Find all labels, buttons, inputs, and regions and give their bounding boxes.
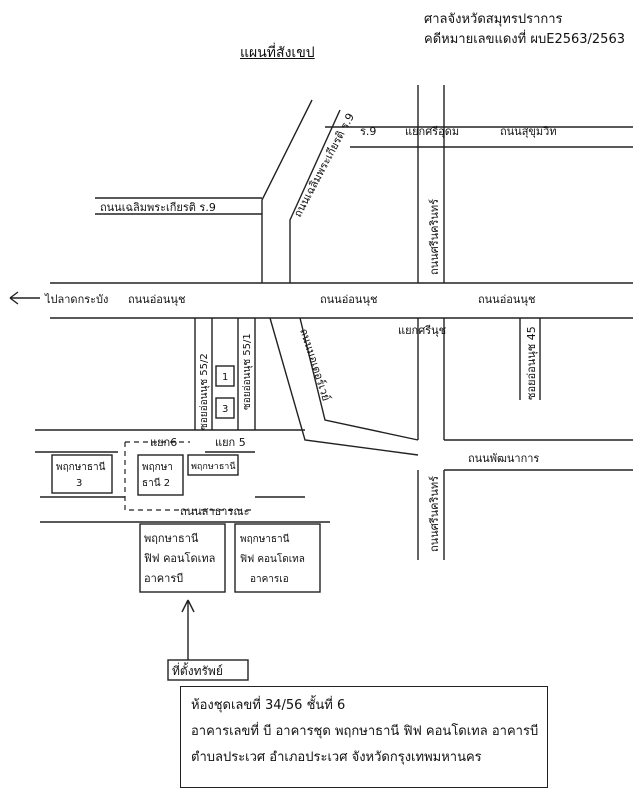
label-pruksa-b-1: พฤกษาธานี — [144, 532, 199, 545]
label-pruksa-small: พฤกษาธานี — [191, 461, 236, 472]
label-chaloem-top: ถนนเฉลิมพระเกียรติ ร.9 — [291, 111, 357, 219]
court-name: ศาลจังหวัดสมุทรปราการ — [424, 12, 563, 27]
label-pruksa-2-name: พฤกษา — [142, 462, 173, 473]
road-motorway-right — [299, 317, 419, 441]
label-srinakarin-bottom: ถนนศรีนครินทร์ — [428, 476, 441, 552]
info-line-2: อาคารเลขที่ บี อาคารชุด พฤกษาธานี ฟิฟ คอ… — [191, 724, 539, 739]
info-line-1: ห้องชุดเลขที่ 34/56 ชั้นที่ 6 — [191, 698, 346, 713]
label-public-road: ถนนสาธารณะ — [180, 505, 250, 518]
block-1 — [215, 365, 235, 387]
label-pruksa-3-num: 3 — [76, 478, 82, 489]
label-go-lat-krabang: ไปลาดกระบัง — [44, 293, 108, 306]
label-target: ที่ตั้งทรัพย์ — [172, 662, 223, 678]
road-dashed-connector — [124, 441, 255, 511]
building-pruksa-small — [187, 454, 239, 476]
building-pruksa-2 — [137, 454, 184, 496]
case-number: คดีหมายเลขแดงที่ ผบE2563/2563 — [424, 32, 625, 47]
arrow-left — [9, 291, 40, 305]
road-soi-45 — [519, 318, 541, 400]
label-motorway: ถนนมอเตอร์เวย์ — [297, 327, 333, 403]
label-block-1: 1 — [222, 372, 228, 383]
label-block-3: 3 — [222, 404, 228, 415]
label-pruksa-a-1: พฤกษาธานี — [240, 533, 290, 545]
label-onnut-right: ถนนอ่อนนุช — [478, 293, 535, 306]
label-pruksa-b-3: อาคารบี — [144, 572, 183, 585]
label-pruksa-a-2: ฟิฟ คอนโดเทล — [240, 552, 305, 565]
road-chaloem-diagonal-right — [289, 109, 341, 283]
building-pruksa-b — [139, 523, 226, 593]
block-3 — [215, 397, 235, 419]
label-pruksa-3-name: พฤกษาธานี — [56, 461, 106, 473]
label-onnut-mid: ถนนอ่อนนุช — [320, 293, 377, 306]
info-line-3: ตำบลประเวศ อำเภอประเวศ จังหวัดกรุงเทพมหา… — [191, 750, 482, 765]
label-yaek-sri-nut: แยกศรีนุช — [398, 324, 446, 337]
target-box — [167, 659, 249, 681]
label-srisudom: แยกศรีอุดม — [405, 125, 459, 138]
label-soi-55-2: ซอยอ่อนนุช 55/2 — [199, 353, 210, 430]
building-pruksa-3 — [51, 454, 113, 494]
label-soi-55-1: ซอยอ่อนนุช 55/1 — [242, 333, 253, 410]
label-sukhumvit: ถนนสุขุมวิท — [500, 125, 557, 138]
label-pruksa-b-2: ฟิฟ คอนโดเทล — [144, 551, 216, 565]
label-yaek-5: แยก 5 — [215, 436, 246, 449]
court-header: ศาลจังหวัดสมุทรปราการ คดีหมายเลขแดงที่ ผ… — [424, 10, 625, 50]
road-chaloem-diagonal-left — [261, 99, 313, 283]
road-soi-55-2 — [194, 318, 213, 430]
arrow-target — [181, 599, 195, 660]
label-chaloem-left: ถนนเฉลิมพระเกียรติ ร.9 — [100, 201, 216, 214]
road-motorway-left — [269, 317, 419, 456]
label-pattanakarn: ถนนพัฒนาการ — [468, 452, 539, 465]
label-srinakarin-top: ถนนศรีนครินทร์ — [428, 199, 441, 275]
label-soi-onnut-45: ซอยอ่อนนุช 45 — [525, 326, 538, 400]
property-info-box: ห้องชุดเลขที่ 34/56 ชั้นที่ 6 อาคารเลขที… — [180, 686, 548, 788]
building-pruksa-a — [234, 523, 321, 593]
label-pruksa-a-3: อาคารเอ — [250, 574, 289, 585]
road-soi-55-1 — [237, 318, 256, 430]
label-yaek-6: แยก6 — [150, 436, 177, 449]
label-pruksa-2-num: ธานี 2 — [142, 477, 170, 489]
label-onnut-left: ถนนอ่อนนุช — [128, 293, 185, 306]
label-r9: ร.9 — [360, 125, 376, 138]
map-title: แผนที่สังเขป — [240, 45, 315, 61]
